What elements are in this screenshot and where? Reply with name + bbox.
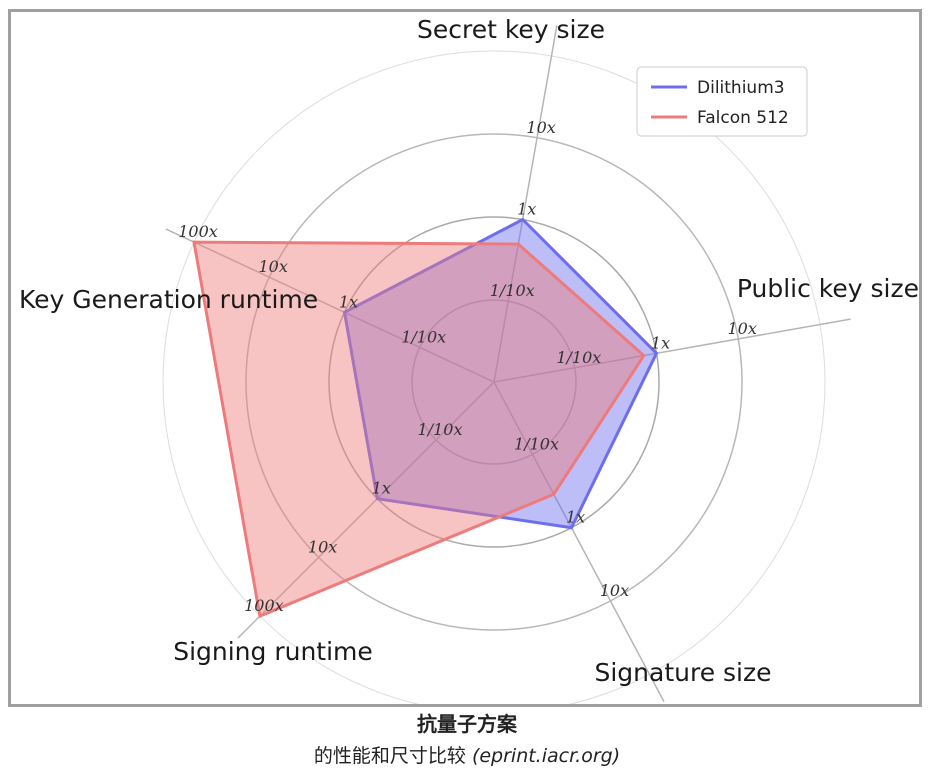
- axis-title-public-key-size: Public key size: [737, 274, 919, 303]
- legend: Dilithium3 Falcon 512: [636, 66, 808, 137]
- legend-box: [636, 66, 808, 137]
- figure-caption: 抗量子方案 的性能和尺寸比较 (eprint.iacr.org): [0, 709, 934, 771]
- tick-label-secret-key-size-1x: 1x: [517, 200, 536, 219]
- axis-spokes: [165, 25, 851, 702]
- grid-ring-1-10x: [411, 299, 577, 465]
- caption-source: (eprint.iacr.org): [471, 745, 621, 767]
- tick-labels: 1/10x 1x 10x 1/10x 1x 10x 1/10x 1x 10x 1/10x 1x 10x…: [178, 118, 757, 615]
- tick-label-key-generation-runtime-1-10x: 1/10x: [401, 327, 446, 346]
- tick-label-key-generation-runtime-100x: 100x: [178, 222, 218, 241]
- tick-label-signing-runtime-1-10x: 1/10x: [418, 420, 463, 439]
- axis-title-key-generation-runtime: Key Generation runtime: [19, 285, 318, 314]
- series-polygons: [192, 217, 659, 619]
- spoke-secret-key-size: [493, 25, 558, 383]
- axis-title-signing-runtime: Signing runtime: [173, 637, 373, 666]
- caption-title: 抗量子方案: [417, 712, 517, 736]
- chart-frame: 1/10x 1x 10x 1/10x 1x 10x 1/10x 1x 10x 1/10x 1x 10x…: [8, 9, 922, 707]
- caption-subtitle: 的性能和尺寸比较: [313, 745, 466, 767]
- spoke-key-generation-runtime: [165, 228, 495, 383]
- tick-label-signature-size-10x: 10x: [600, 581, 629, 600]
- series-polygon-falcon-512: [192, 240, 646, 619]
- radar-chart: 1/10x 1x 10x 1/10x 1x 10x 1/10x 1x 10x 1/10x 1x 10x…: [19, 15, 919, 704]
- tick-label-secret-key-size-10x: 10x: [526, 118, 555, 137]
- tick-label-secret-key-size-1-10x: 1/10x: [490, 281, 535, 300]
- caption-subtitle-line: 的性能和尺寸比较 (eprint.iacr.org): [0, 741, 934, 771]
- spoke-signing-runtime: [237, 381, 495, 639]
- grid-ring-1x: [328, 216, 660, 548]
- tick-label-signing-runtime-100x: 100x: [244, 596, 284, 615]
- grid-ring-10x: [245, 133, 743, 631]
- axis-title-signature-size: Signature size: [594, 658, 771, 687]
- axis-title-secret-key-size: Secret key size: [417, 15, 605, 44]
- tick-label-public-key-size-1x: 1x: [651, 333, 670, 352]
- tick-label-key-generation-runtime-10x: 10x: [259, 257, 288, 276]
- spoke-public-key-size: [493, 318, 851, 383]
- legend-label-falcon-512: Falcon 512: [697, 108, 789, 128]
- tick-label-signature-size-1x: 1x: [566, 508, 585, 527]
- tick-label-signing-runtime-10x: 10x: [308, 537, 337, 556]
- tick-label-signing-runtime-1x: 1x: [372, 479, 391, 498]
- tick-label-signature-size-1-10x: 1/10x: [514, 434, 559, 453]
- grid-rings: [162, 50, 826, 704]
- tick-label-public-key-size-10x: 10x: [728, 319, 757, 338]
- tick-label-key-generation-runtime-1x: 1x: [339, 292, 358, 311]
- grid-ring-100x: [162, 50, 826, 704]
- spoke-signature-size: [493, 381, 665, 702]
- legend-label-dilithium3: Dilithium3: [697, 78, 785, 98]
- tick-label-public-key-size-1-10x: 1/10x: [556, 348, 601, 367]
